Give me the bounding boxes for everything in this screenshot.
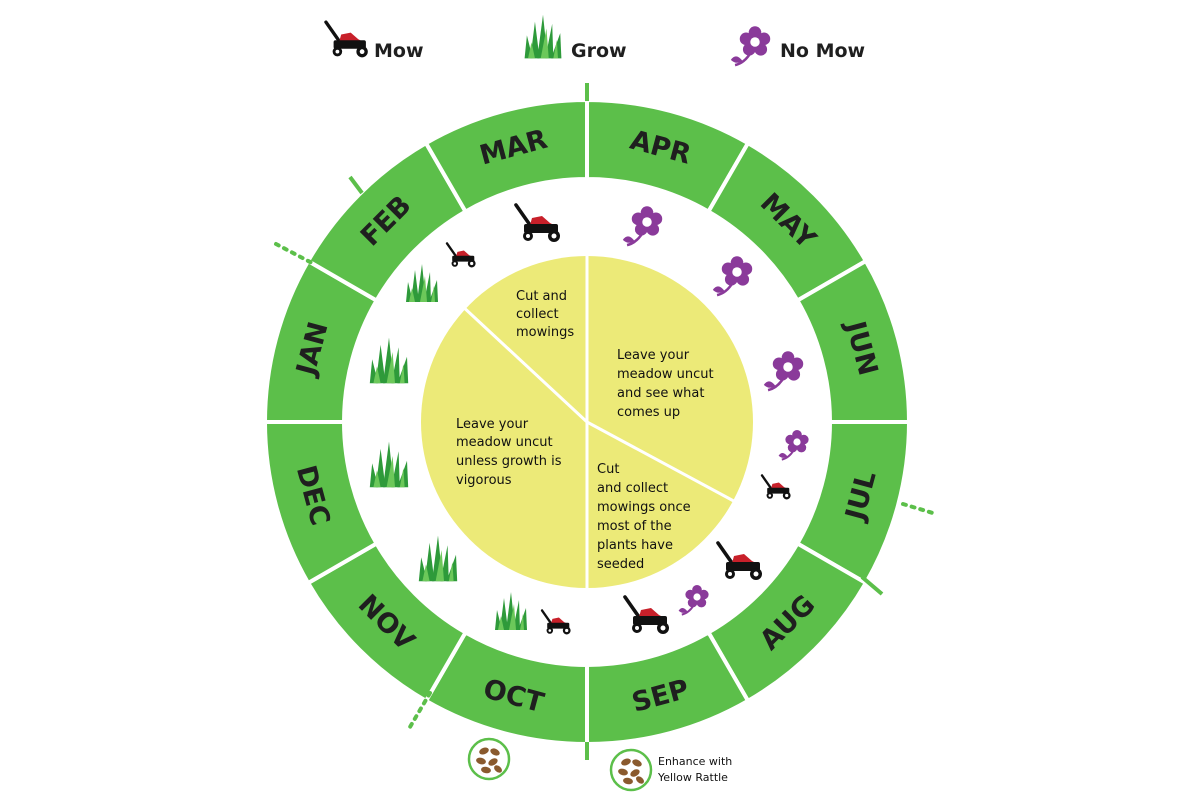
note-bottom-right: Cut and collect mowings once most of the… (597, 462, 695, 572)
seed-icon (467, 737, 511, 781)
ring-markers (274, 83, 938, 760)
legend-item-mow: Mow (324, 20, 424, 62)
center-pie (421, 256, 753, 588)
legend: Mow Grow No Mow (324, 14, 865, 67)
legend-label-no-mow: No Mow (780, 40, 865, 62)
flower-icon (729, 24, 772, 67)
pie-divider (458, 302, 589, 424)
pie-divider (586, 420, 744, 508)
legend-label-mow: Mow (374, 40, 424, 62)
legend-item-no-mow: No Mow (729, 24, 865, 67)
marker-line (860, 575, 884, 596)
marker-line (348, 175, 364, 195)
seed-note: Enhance with Yellow Rattle (657, 755, 736, 784)
marker-dotted (901, 502, 938, 516)
seed-icon (609, 748, 653, 792)
marker-dotted (408, 691, 432, 729)
note-left: Leave your meadow uncut unless growth is… (456, 417, 566, 488)
grass-icon (524, 14, 562, 59)
legend-label-grow: Grow (571, 40, 627, 62)
lawnmower-icon (324, 20, 370, 60)
note-top: Cut and collect mowings (516, 289, 574, 340)
seed-markers: Enhance with Yellow Rattle (467, 737, 736, 792)
legend-item-grow: Grow (524, 14, 627, 62)
marker-dotted (274, 242, 314, 265)
note-right: Leave your meadow uncut and see what com… (617, 348, 718, 420)
